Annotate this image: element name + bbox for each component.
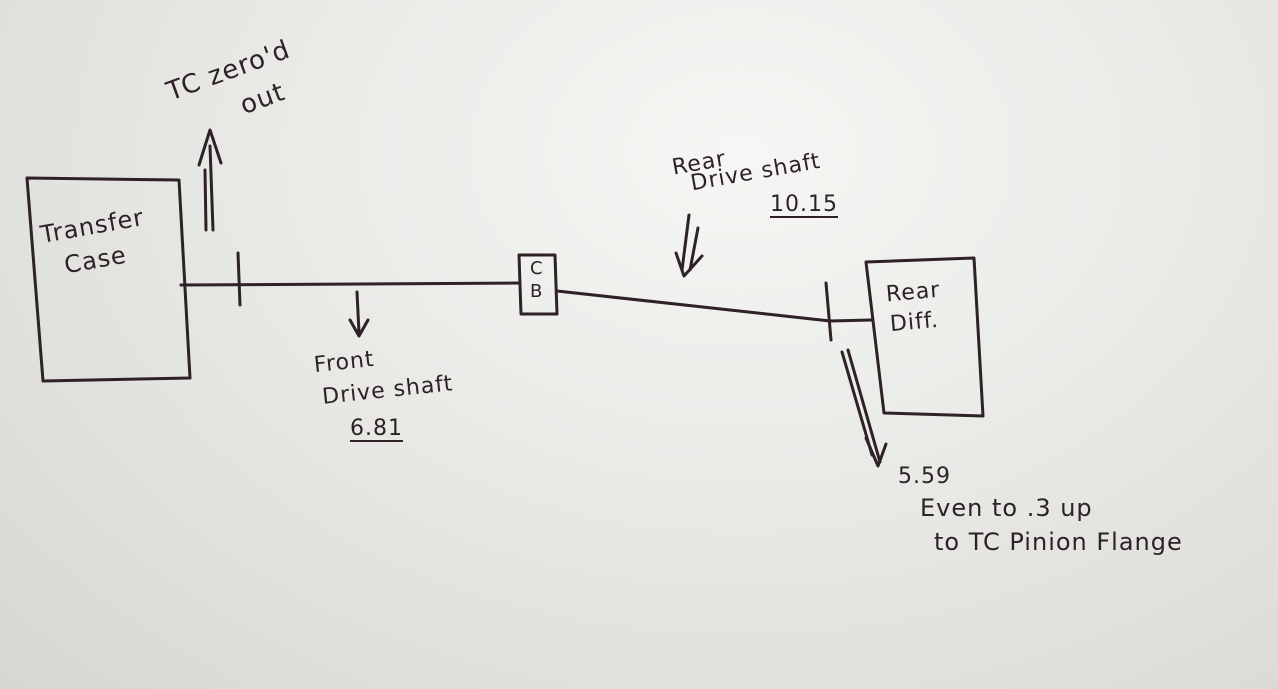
rear-driveshaft-line <box>555 289 874 323</box>
rear-flange-tick <box>824 281 833 342</box>
carrier-bearing-box <box>517 253 559 316</box>
rear-diff-label-2: Diff. <box>888 307 940 338</box>
up-arrow <box>197 128 223 232</box>
transfer-case-box <box>25 176 192 383</box>
pinion-note-label-1: Even to .3 up <box>920 494 1093 522</box>
front-driveshaft-line <box>179 281 522 287</box>
carrier-bearing-label-1: C <box>530 258 544 279</box>
rear-diff-box <box>864 256 985 418</box>
front-flange-tick <box>236 251 242 307</box>
front-down-arrow <box>348 290 370 338</box>
carrier-bearing-label-2: B <box>530 281 544 302</box>
front-driveshaft-value: 6.81 <box>350 416 403 441</box>
rear-diff-label-1: Rear <box>884 277 942 308</box>
pinion-value: 5.59 <box>898 464 951 489</box>
rear-driveshaft-value: 10.15 <box>770 192 838 217</box>
pinion-arrow <box>840 348 888 468</box>
rear-down-arrow <box>674 213 704 278</box>
pinion-note-label-2: to TC Pinion Flange <box>934 528 1183 556</box>
